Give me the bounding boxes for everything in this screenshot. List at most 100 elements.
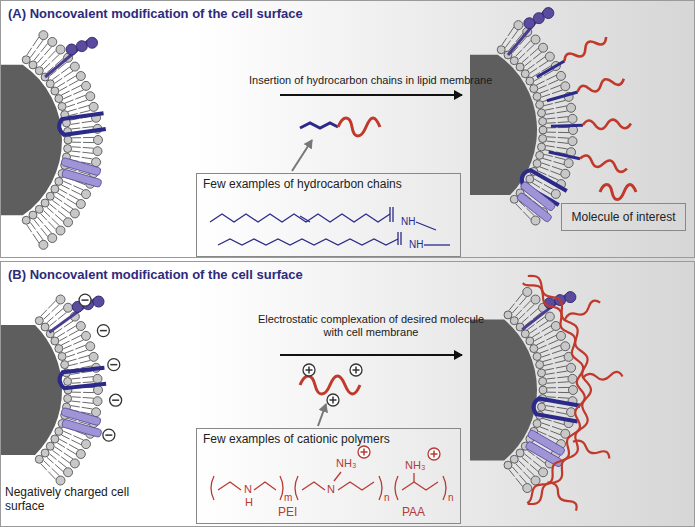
lipid-head (55, 177, 63, 185)
lipid-tail (516, 204, 522, 210)
bracket (211, 476, 214, 500)
lipid-tail (552, 426, 562, 430)
lipid-tail (33, 234, 39, 243)
lipid-head (539, 43, 548, 52)
lipid-tail (527, 468, 535, 476)
lipid-head (536, 151, 544, 159)
lipid-head (58, 352, 66, 360)
lipid-tail (68, 109, 77, 112)
lipid-tail (536, 57, 545, 63)
lipid-tail (67, 354, 76, 357)
lipid-head (55, 95, 63, 103)
lipid-tail (59, 189, 67, 193)
lipid-tail (72, 382, 81, 384)
lipid-head (76, 200, 85, 209)
lipid-head (93, 374, 102, 383)
lipid-tail (540, 350, 548, 353)
lipid-tail (69, 330, 79, 335)
lipid-tail (73, 436, 83, 440)
panel-heading: (A) Noncovalent modification of the cell… (8, 6, 303, 21)
cell (0, 29, 106, 249)
lipid-head (551, 322, 560, 331)
lipid-tail (71, 128, 80, 130)
lipid-tail (546, 118, 555, 120)
lipid-tail (33, 37, 39, 46)
lipid-tail (52, 468, 60, 476)
chem-label: n (448, 492, 454, 504)
lipid-tail (530, 328, 537, 333)
lipid-head (531, 295, 540, 304)
lipid-head (539, 377, 547, 385)
lipid-tail (512, 30, 518, 39)
lipid-head (56, 45, 65, 54)
lipid-tail (41, 310, 47, 316)
minus-charge (79, 294, 91, 306)
lipid-tail (519, 461, 525, 467)
double-bond (300, 216, 310, 222)
lipid-tail (63, 345, 71, 349)
lipid-head (557, 71, 566, 80)
lipid-head (538, 369, 546, 377)
lipid-tail (552, 90, 562, 94)
lipid-tail (537, 341, 545, 345)
lipid-tail (41, 464, 47, 470)
lipid-tail (83, 392, 94, 393)
lipid-tail (73, 90, 83, 94)
lipid-tail (37, 231, 43, 240)
lipid-head (567, 103, 576, 112)
lipid-tail (519, 475, 526, 483)
lipid-head (51, 337, 59, 345)
lipid-head (568, 114, 577, 123)
lipid-head (539, 126, 547, 134)
membrane-part (546, 74, 625, 105)
lipid-tail (547, 387, 556, 388)
lipid-tail (534, 337, 542, 341)
cell-body (0, 325, 62, 455)
molecule (562, 33, 608, 65)
lipid-tail (546, 141, 555, 143)
lipid-tail (558, 137, 569, 139)
lipid-head (564, 159, 573, 168)
lipid-tail (82, 127, 93, 128)
lipid-tail (542, 423, 551, 426)
charge-sign (433, 451, 435, 458)
lipid-tail (80, 360, 91, 363)
lipid-head (76, 322, 85, 331)
lipid-tail (557, 377, 568, 378)
lipid-tail (61, 67, 70, 73)
lipid-head (536, 361, 544, 369)
lipid-tail (44, 63, 50, 69)
lipid-tail (44, 313, 50, 319)
lipid-tail (542, 189, 551, 195)
lipid-tail (547, 396, 556, 398)
lipid-tail (557, 407, 568, 409)
lipid-head (46, 192, 54, 200)
lipid-tail (82, 402, 93, 403)
lipid-tail (52, 218, 60, 226)
lipid-head (92, 408, 101, 417)
lipid-tail (64, 203, 73, 209)
anchor-chain (537, 61, 565, 77)
protein-domain (541, 5, 556, 20)
lipid-tail (516, 310, 522, 316)
bond (302, 482, 325, 490)
lipid-head (64, 377, 72, 385)
lipid-head (22, 216, 30, 224)
lipid-head (93, 397, 102, 406)
membrane-protein (525, 441, 564, 468)
lipid-tail (530, 464, 538, 471)
lipid-tail (44, 461, 50, 467)
lipid-tail (524, 454, 531, 460)
lipid-tail (58, 312, 67, 319)
molecule (579, 154, 628, 173)
hydrocarbon-chain (300, 123, 338, 128)
lipid-head (82, 190, 91, 199)
lipid-tail (557, 371, 568, 373)
bracket (295, 476, 298, 500)
lipid-head (538, 143, 546, 151)
lipid-tail (545, 410, 554, 412)
lipid-head (531, 35, 540, 44)
process-arrow (280, 354, 462, 356)
lipid-head (92, 158, 101, 167)
